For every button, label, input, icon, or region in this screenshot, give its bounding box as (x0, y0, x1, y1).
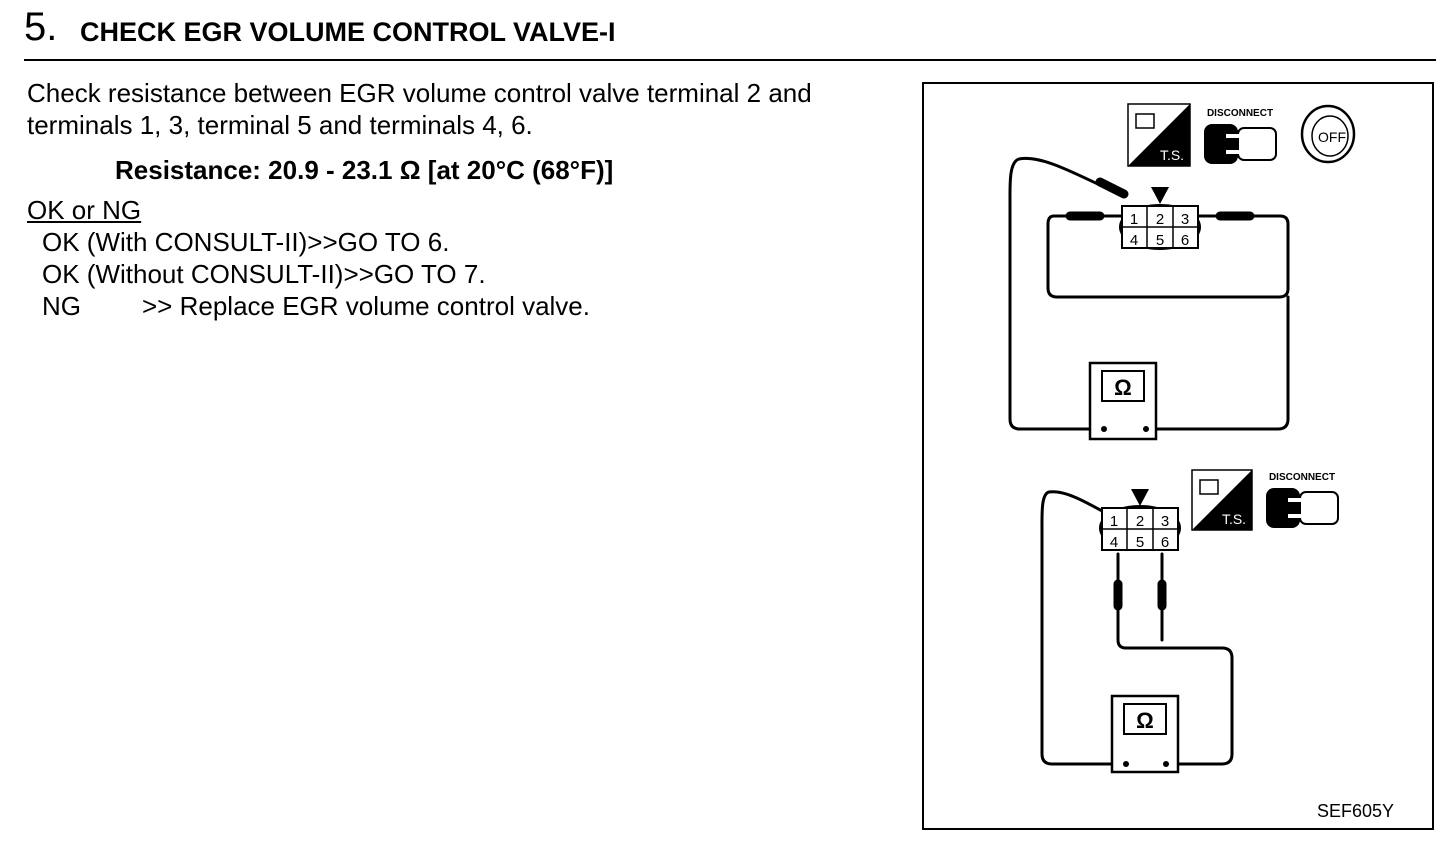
ts-icon-upper: T.S. (1127, 103, 1191, 167)
terminal-3-label: 3 (1181, 211, 1189, 228)
ohm-symbol-lower: Ω (1136, 708, 1154, 733)
step-title: CHECK EGR VOLUME CONTROL VALVE-I (80, 17, 616, 47)
ng-label: NG (42, 291, 81, 321)
ng-action: >> Replace EGR volume control valve. (142, 291, 590, 321)
ts-label-lower: T.S. (1222, 511, 1246, 527)
terminal-5-label: 5 (1156, 232, 1164, 249)
instruction-line-2: terminals 1, 3, terminal 5 and terminals… (27, 110, 533, 140)
off-label: OFF (1318, 129, 1346, 145)
lower-terminal-3-label: 3 (1161, 513, 1169, 530)
lower-terminal-2-label: 2 (1136, 513, 1144, 530)
result-ok-with-consult: OK (With CONSULT-II)>>GO TO 6. (42, 227, 450, 257)
terminal-2-label: 2 (1156, 211, 1164, 228)
header-divider (24, 59, 1436, 61)
ohmmeter-upper: Ω (1088, 361, 1158, 441)
result-ok-without-consult: OK (Without CONSULT-II)>>GO TO 7. (42, 259, 486, 289)
lower-terminal-1-label: 1 (1110, 513, 1118, 530)
result-ng: NG >> Replace EGR volume control valve. (42, 290, 917, 322)
lower-terminal-6-label: 6 (1161, 534, 1169, 551)
connector-upper: 1 2 3 4 5 6 (1119, 187, 1201, 250)
connector-lower: 1 2 3 4 5 6 (1099, 489, 1181, 551)
disconnect-icon-upper: DISCONNECT (1204, 108, 1277, 164)
disconnect-label-lower: DISCONNECT (1269, 472, 1335, 483)
result-heading: OK or NG (27, 195, 142, 225)
disconnect-label-upper: DISCONNECT (1207, 108, 1273, 119)
instruction-line-1: Check resistance between EGR volume cont… (27, 78, 812, 108)
terminal-4-label: 4 (1130, 232, 1138, 249)
terminal-1-label: 1 (1130, 211, 1138, 228)
step-header: 5. CHECK EGR VOLUME CONTROL VALVE-I (24, 4, 1436, 60)
resistance-spec: Resistance: 20.9 - 23.1 Ω [at 20°C (68°F… (115, 155, 614, 185)
step-number: 5. (24, 5, 58, 49)
ts-label-upper: T.S. (1160, 147, 1184, 163)
terminal-6-label: 6 (1181, 232, 1189, 249)
figure-id: SEF605Y (1316, 801, 1394, 821)
ohmmeter-lower: Ω (1110, 694, 1180, 774)
procedure-text: Check resistance between EGR volume cont… (27, 77, 917, 322)
wiring-figure: 1 2 3 4 5 6 Ω T.S. DISCONNECT (922, 82, 1434, 830)
ignition-off-icon: OFF (1300, 104, 1356, 164)
ohm-symbol-upper: Ω (1114, 375, 1132, 400)
lower-terminal-4-label: 4 (1110, 534, 1118, 551)
disconnect-icon-lower: DISCONNECT (1266, 472, 1339, 528)
lower-terminal-5-label: 5 (1136, 534, 1144, 551)
wiring-diagram: 1 2 3 4 5 6 Ω T.S. DISCONNECT (1008, 103, 1356, 774)
probe-upper-left (1095, 177, 1129, 199)
ts-icon-lower: T.S. (1191, 469, 1253, 531)
